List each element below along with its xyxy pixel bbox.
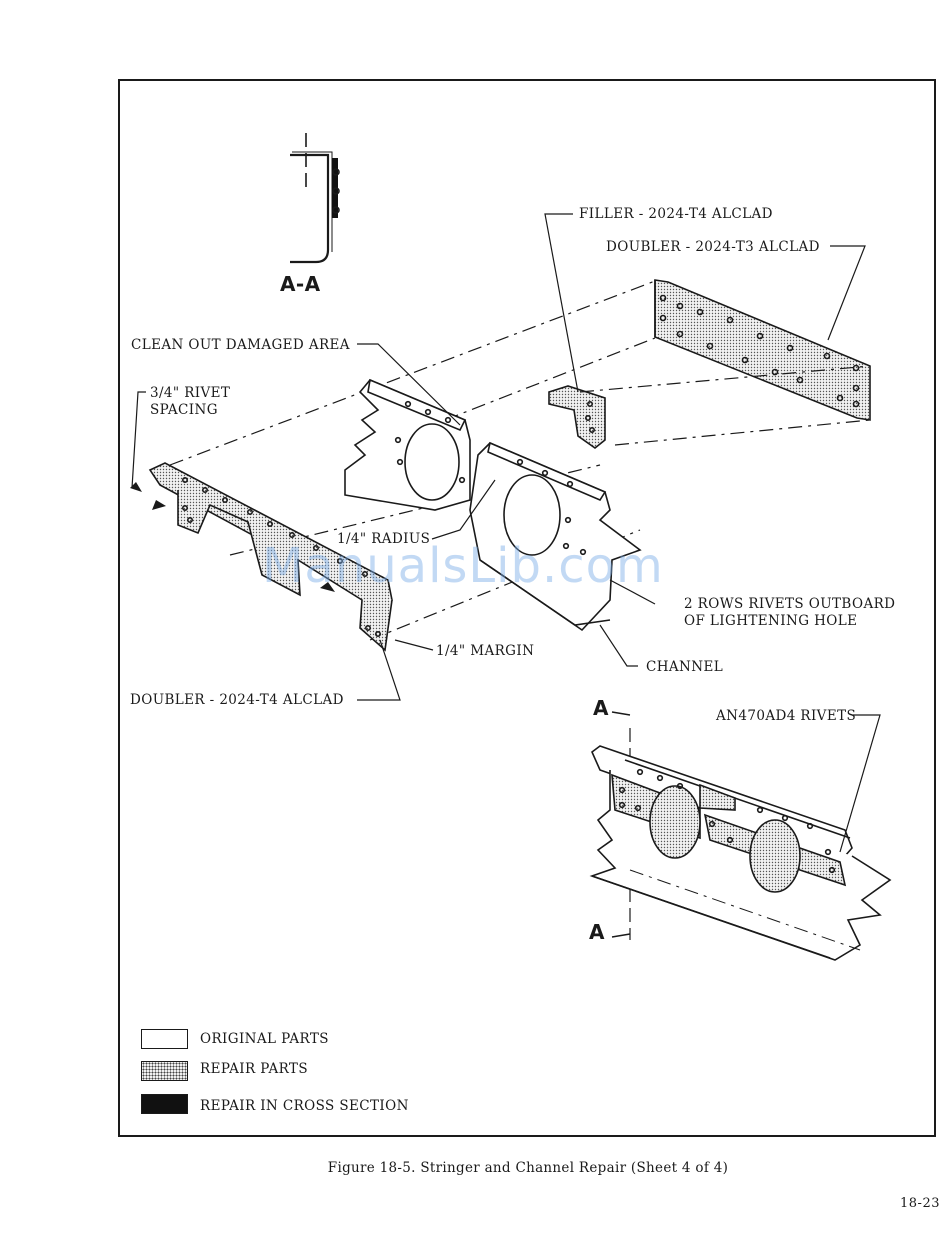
page-number: 18-23	[900, 1196, 940, 1211]
legend-swatch-original	[141, 1029, 188, 1049]
doubler-t3-callout: DOUBLER - 2024-T3 ALCLAD	[606, 239, 820, 255]
leader-lines	[131, 213, 866, 701]
legend-swatch-cross-section	[141, 1094, 188, 1114]
section-aa-view	[290, 133, 340, 264]
legend-label-original: ORIGINAL PARTS	[200, 1031, 329, 1047]
legend-label-cross-section: REPAIR IN CROSS SECTION	[200, 1098, 409, 1114]
legend-swatch-repair	[141, 1061, 188, 1081]
filler-piece	[548, 385, 606, 450]
channel-callout: CHANNEL	[646, 659, 724, 675]
legend-label-repair: REPAIR PARTS	[200, 1061, 308, 1077]
channel-right-section	[469, 441, 642, 632]
dimension-arrows	[130, 482, 335, 592]
clean-out-callout: CLEAN OUT DAMAGED AREA	[131, 337, 350, 353]
section-arrow-bottom: A	[589, 920, 605, 944]
rivets-callout: AN470AD4 RIVETS	[716, 708, 857, 724]
doubler-t4-callout: DOUBLER - 2024-T4 ALCLAD	[130, 692, 344, 708]
rivet-spacing-callout-line1: 3/4" RIVET	[150, 385, 231, 401]
watermark: ManualsLib.com	[262, 538, 664, 594]
figure-caption: Figure 18-5. Stringer and Channel Repair…	[327, 1160, 729, 1176]
doubler-t4-stringer	[148, 462, 393, 652]
assembled-view	[589, 711, 892, 961]
doubler-t3-plate	[654, 279, 871, 421]
two-rows-callout-line2: OF LIGHTENING HOLE	[684, 613, 858, 629]
channel-left-section	[344, 378, 471, 511]
radius-callout: 1/4" RADIUS	[337, 531, 431, 547]
rivet-spacing-callout-line2: SPACING	[150, 402, 218, 418]
two-rows-callout-line1: 2 ROWS RIVETS OUTBOARD	[684, 596, 896, 612]
section-arrow-top: A	[593, 696, 609, 720]
figure-frame	[118, 79, 936, 1137]
margin-callout: 1/4" MARGIN	[436, 643, 535, 659]
filler-callout: FILLER - 2024-T4 ALCLAD	[579, 206, 773, 222]
section-aa-label: A-A	[280, 272, 321, 296]
